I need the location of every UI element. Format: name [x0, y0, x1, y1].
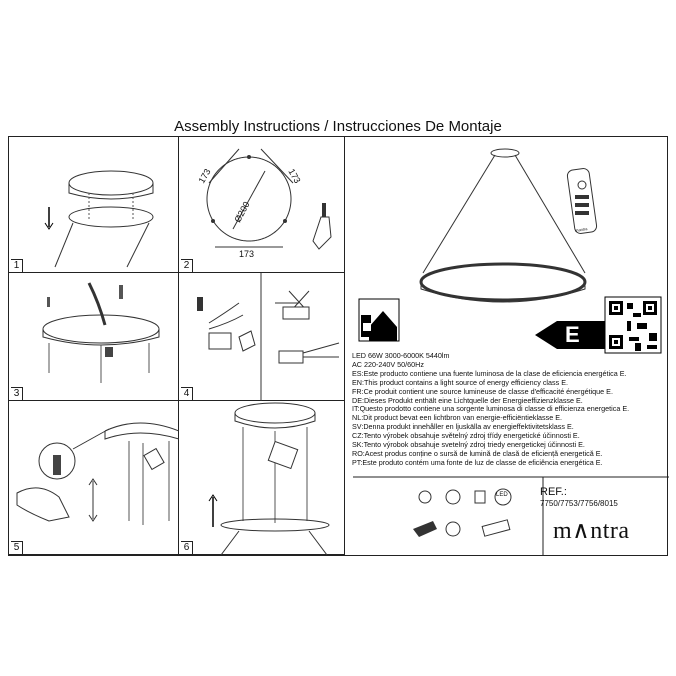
spec-voltage: AC 220-240V 50/60Hz [352, 359, 424, 369]
energy-class-letter: E [565, 322, 580, 347]
step-2-panel: 173 173 173 Ø200 2 [179, 137, 345, 273]
product-diagram [353, 148, 669, 555]
step-5-panel: 5 [9, 401, 179, 555]
step-number: 5 [11, 541, 23, 554]
step-4-diagram [197, 273, 340, 401]
step-6-diagram [208, 402, 330, 555]
step-3-panel: 3 [9, 273, 179, 401]
reference-numbers: 7750/7753/7756/8015 [540, 499, 618, 508]
spec-sk: SK:Tento výrobok obsahuje svetelný zdroj… [352, 440, 585, 450]
spec-de: DE:Dieses Produkt enthält eine Lichtquel… [352, 395, 583, 405]
spec-ro: RO:Acest produs conține o sursă de lumin… [352, 448, 603, 458]
step-number: 3 [11, 387, 23, 400]
spec-fr: FR:Ce produit contient une source lumine… [352, 386, 613, 396]
spec-nl: NL:Dit product bevat een lichtbron van e… [352, 413, 563, 423]
step-1-panel: 1 [9, 137, 179, 273]
step-6-panel: 6 [179, 401, 345, 555]
step-number: 2 [181, 259, 193, 272]
instruction-grid: 1 173 173 173 Ø200 2 [8, 136, 669, 556]
spec-power: LED 66W 3000-6000K 5440lm [352, 351, 450, 360]
product-panel: E LED mantra [353, 137, 669, 555]
spec-pt: PT:Este produto contém uma fonte de luz … [352, 457, 603, 467]
brand-logo: m∧ntra [553, 518, 630, 544]
step-5-diagram [16, 422, 179, 525]
dimension-bottom: 173 [239, 249, 255, 259]
spec-en: EN:This product contains a light source … [352, 377, 568, 387]
spec-it: IT:Questo prodotto contiene una sorgente… [352, 404, 630, 414]
step-1-diagram [44, 170, 154, 268]
page-title: Assembly Instructions / Instrucciones De… [174, 118, 502, 135]
spec-sv: SV:Denna produkt innehåller en ljuskälla… [352, 422, 574, 432]
step-4-panel: 4 [179, 273, 345, 401]
reference-label: REF.: [540, 486, 567, 498]
step-number: 1 [11, 259, 23, 272]
led-badge: LED [496, 492, 508, 498]
step-3-diagram [42, 282, 160, 383]
step-number: 6 [181, 541, 193, 554]
step-number: 4 [181, 387, 193, 400]
spec-cz: CZ:Tento výrobek obsahuje světelný zdroj… [352, 431, 580, 441]
spec-text: LED 66W 3000-6000K 5440lm AC 220-240V 50… [352, 351, 630, 468]
step-2-diagram [206, 148, 332, 250]
spec-es: ES:Este producto contiene una fuente lum… [352, 368, 627, 378]
